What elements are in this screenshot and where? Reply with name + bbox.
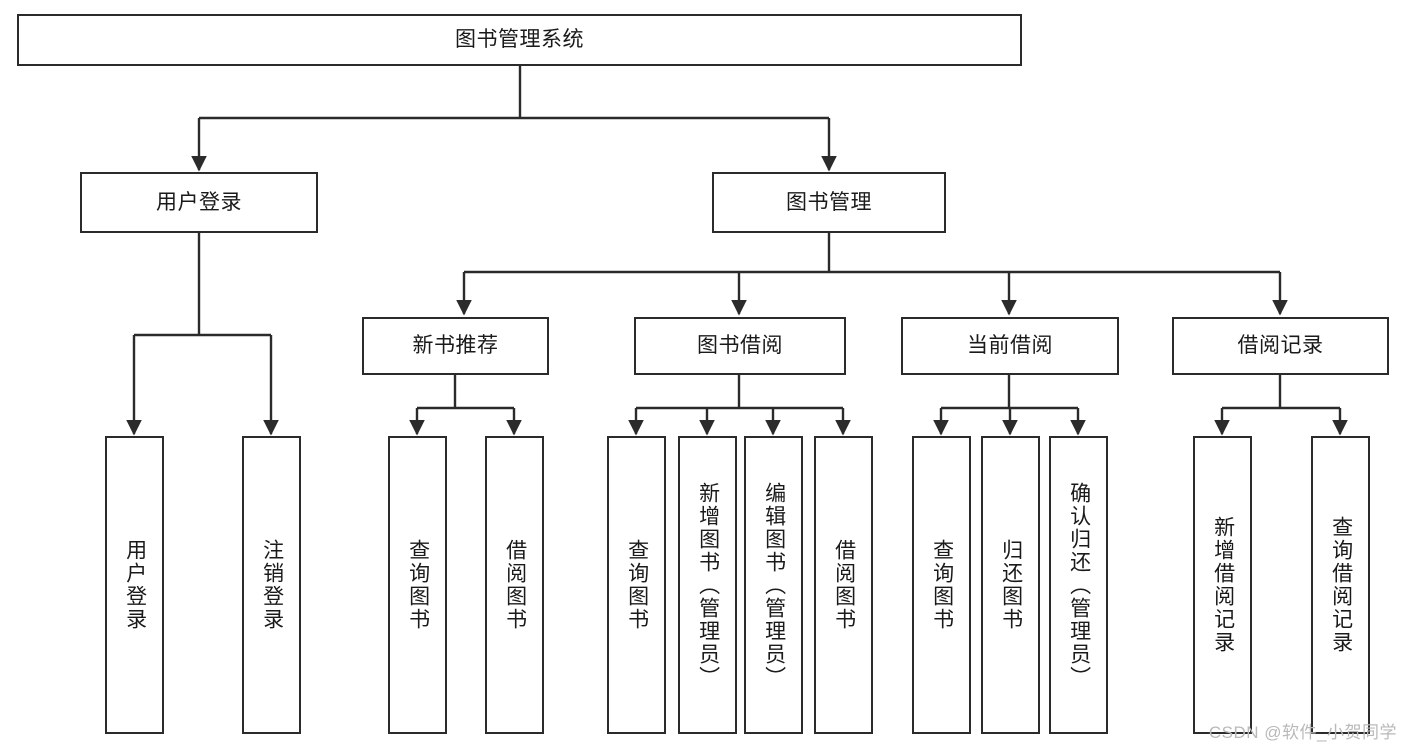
node-leaf-book-borrow-1-label: 新增图书（管理员）: [696, 481, 720, 689]
node-new-book-recommend-label: 新书推荐: [412, 334, 499, 358]
node-root-system-label: 图书管理系统: [455, 28, 584, 52]
node-leaf-current-borrow-2[interactable]: 确认归还（管理员）: [1049, 436, 1108, 734]
node-borrow-record[interactable]: 借阅记录: [1172, 317, 1389, 375]
node-leaf-current-borrow-1[interactable]: 归还图书: [981, 436, 1040, 734]
node-leaf-new-book-0[interactable]: 查询图书: [388, 436, 447, 734]
node-leaf-borrow-record-1-label: 查询借阅记录: [1329, 516, 1353, 654]
node-leaf-user-login-1[interactable]: 注销登录: [242, 436, 301, 734]
node-current-borrow-label: 当前借阅: [967, 334, 1053, 358]
node-leaf-book-borrow-2[interactable]: 编辑图书（管理员）: [744, 436, 803, 734]
node-leaf-user-login-1-label: 注销登录: [260, 539, 284, 631]
node-book-manage-label: 图书管理: [786, 190, 872, 214]
node-leaf-book-borrow-0[interactable]: 查询图书: [607, 436, 666, 734]
node-leaf-book-borrow-0-label: 查询图书: [625, 539, 649, 631]
node-borrow-record-label: 借阅记录: [1237, 334, 1324, 358]
node-leaf-borrow-record-0[interactable]: 新增借阅记录: [1193, 436, 1252, 734]
node-new-book-recommend[interactable]: 新书推荐: [362, 317, 549, 375]
node-leaf-book-borrow-2-label: 编辑图书（管理员）: [762, 481, 786, 689]
node-book-borrow-label: 图书借阅: [697, 334, 783, 358]
node-user-login-label: 用户登录: [156, 190, 242, 214]
node-leaf-borrow-record-1[interactable]: 查询借阅记录: [1311, 436, 1370, 734]
node-leaf-new-book-1-label: 借阅图书: [503, 539, 527, 631]
node-leaf-current-borrow-2-label: 确认归还（管理员）: [1067, 481, 1091, 689]
node-leaf-book-borrow-1[interactable]: 新增图书（管理员）: [678, 436, 737, 734]
node-leaf-book-borrow-3[interactable]: 借阅图书: [814, 436, 873, 734]
node-root-system[interactable]: 图书管理系统: [17, 14, 1022, 66]
node-book-manage[interactable]: 图书管理: [712, 172, 946, 233]
node-current-borrow[interactable]: 当前借阅: [901, 317, 1119, 375]
node-leaf-current-borrow-0-label: 查询图书: [930, 539, 954, 631]
node-leaf-user-login-0[interactable]: 用户登录: [105, 436, 164, 734]
node-leaf-user-login-0-label: 用户登录: [123, 539, 147, 631]
node-leaf-current-borrow-1-label: 归还图书: [999, 539, 1023, 631]
node-leaf-current-borrow-0[interactable]: 查询图书: [912, 436, 971, 734]
node-leaf-book-borrow-3-label: 借阅图书: [832, 539, 856, 631]
node-user-login[interactable]: 用户登录: [80, 172, 318, 233]
node-book-borrow[interactable]: 图书借阅: [634, 317, 846, 375]
node-leaf-borrow-record-0-label: 新增借阅记录: [1211, 516, 1235, 654]
node-leaf-new-book-0-label: 查询图书: [406, 539, 430, 631]
node-leaf-new-book-1[interactable]: 借阅图书: [485, 436, 544, 734]
